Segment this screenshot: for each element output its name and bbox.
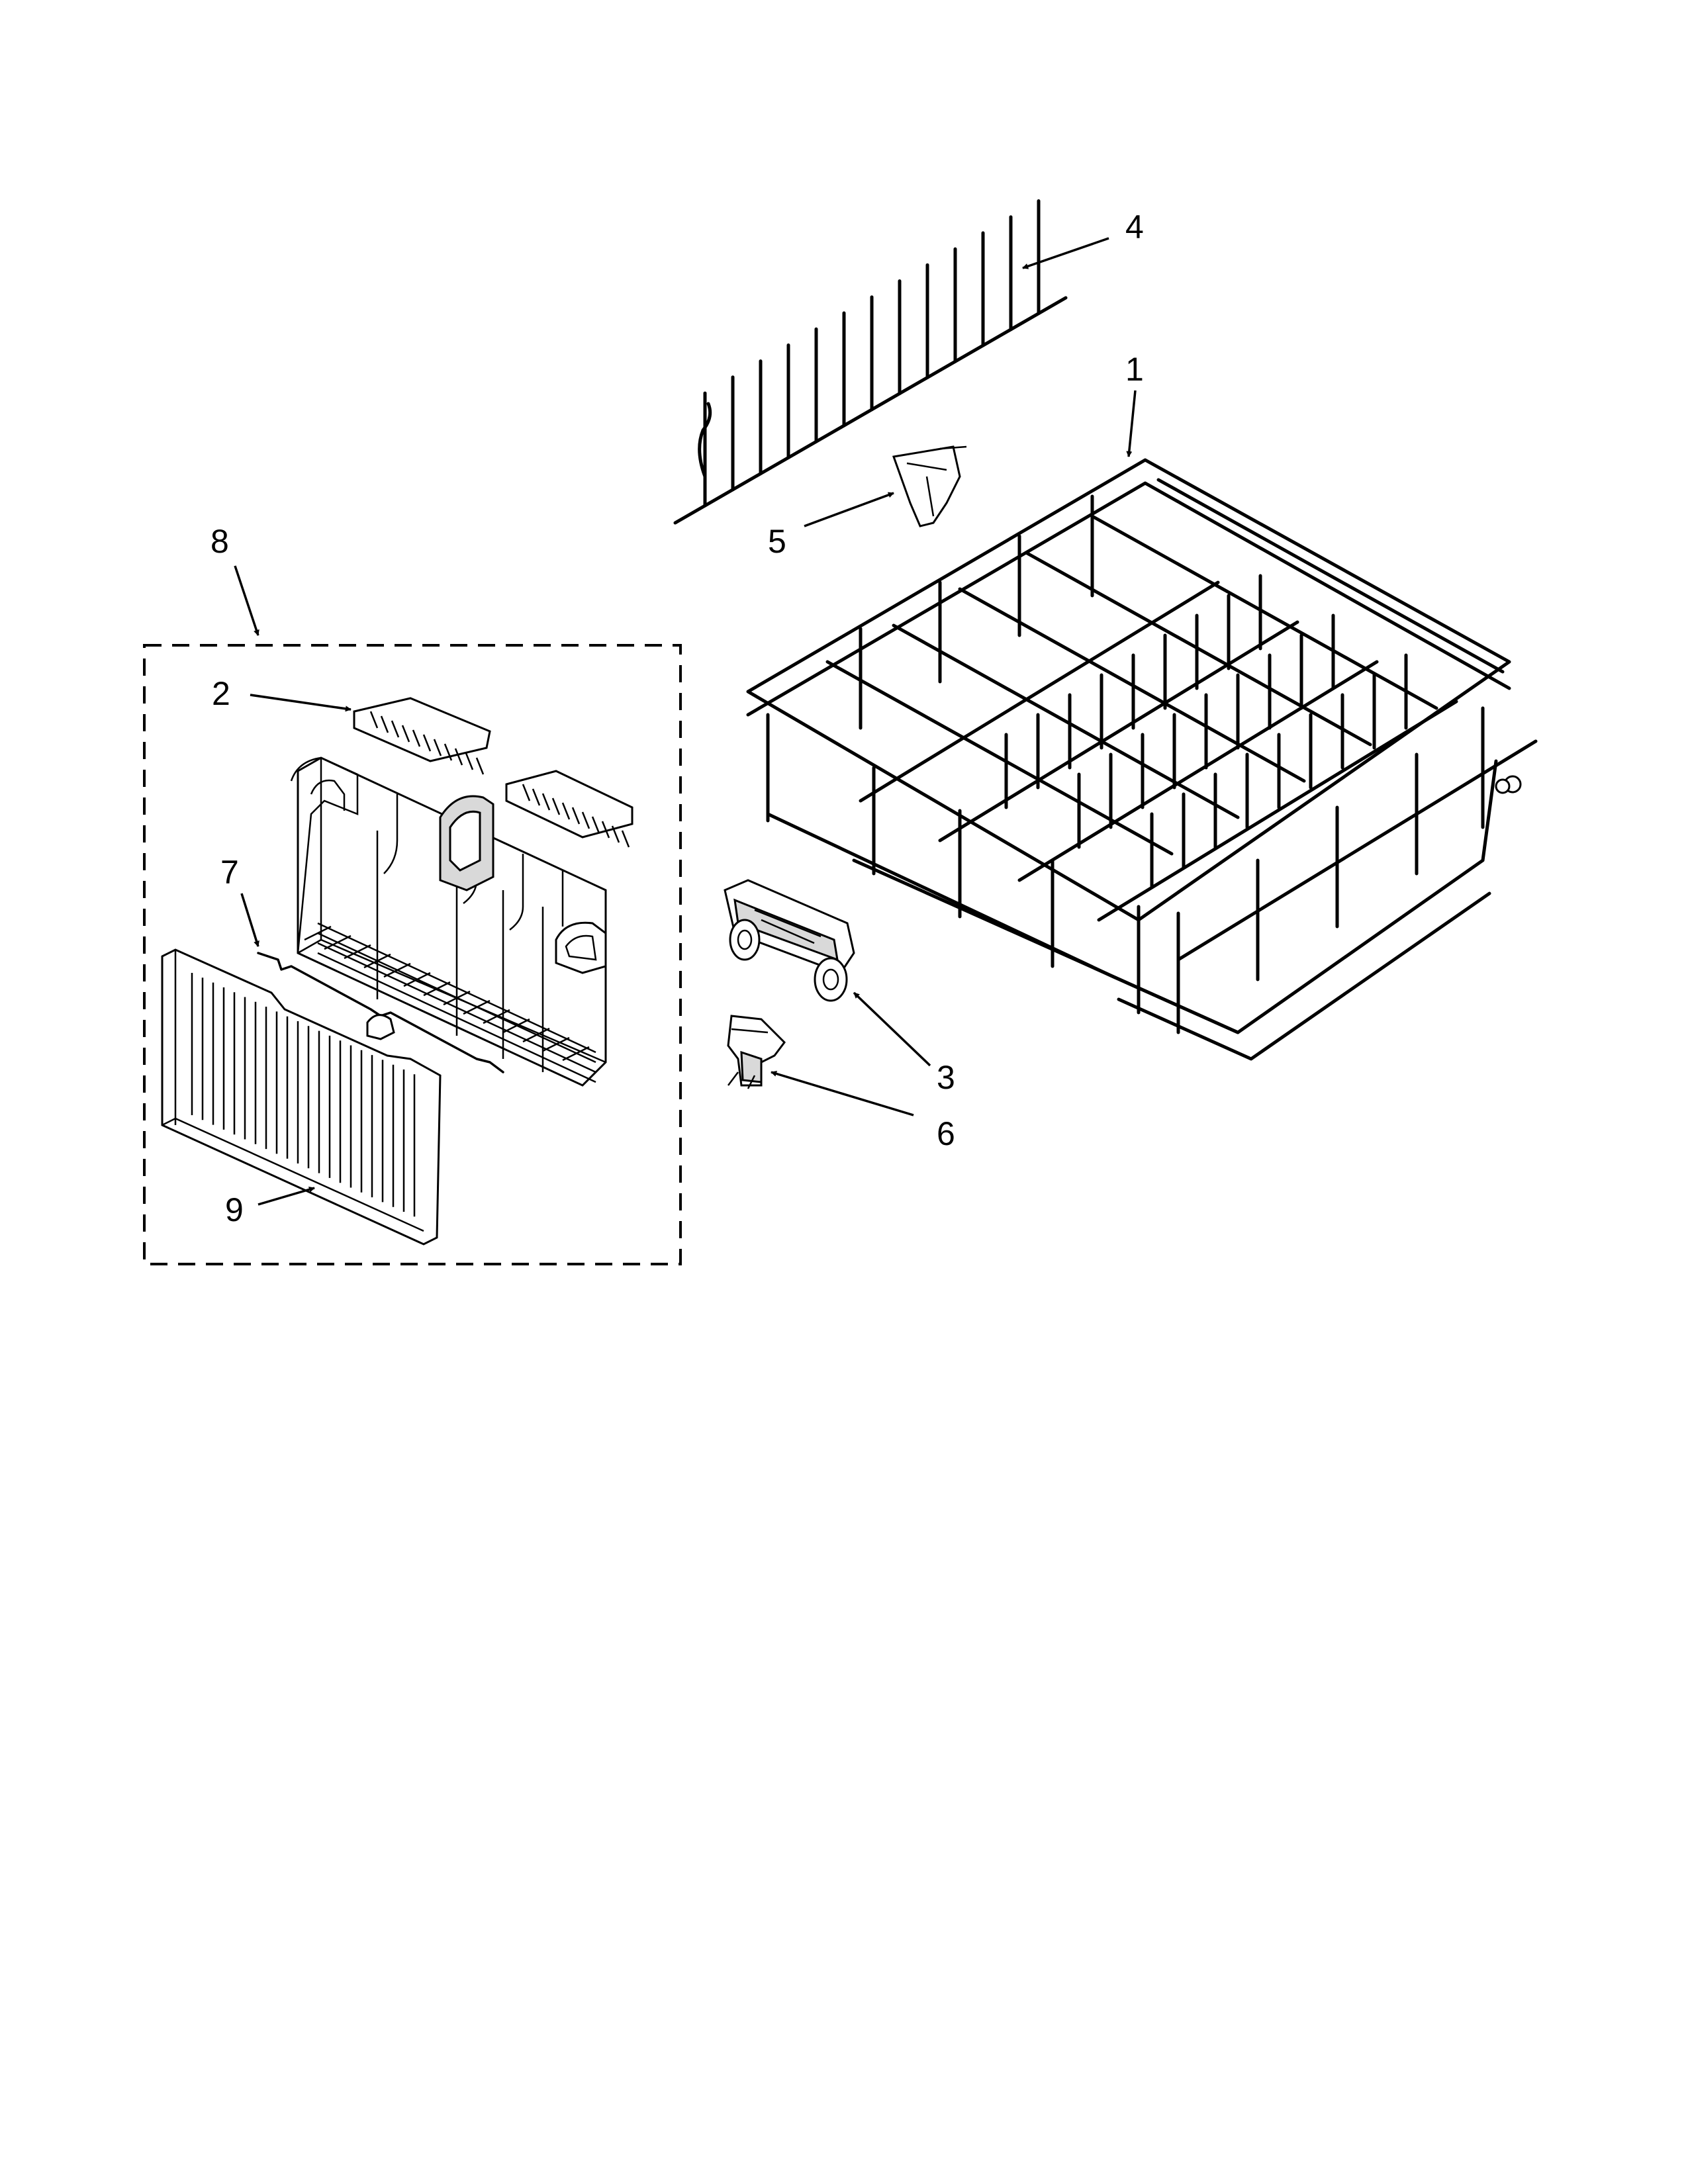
lid-slot [412, 729, 421, 747]
rack-wire [825, 660, 1174, 856]
callout-6: 6 [937, 1115, 955, 1152]
callout-2: 2 [212, 675, 230, 712]
floor-wire [317, 922, 596, 1054]
callout-9: 9 [225, 1191, 244, 1228]
lid-slot [611, 825, 620, 843]
lid-slot [541, 793, 551, 811]
floor-wire [317, 932, 596, 1064]
rack-wire [938, 620, 1299, 842]
lid-slot [454, 748, 463, 766]
callout-5: 5 [768, 523, 786, 560]
callout-7: 7 [220, 854, 239, 891]
lid-slot [465, 752, 474, 770]
rack-stop-part [727, 1015, 786, 1089]
lid-slot [591, 816, 600, 834]
callout-4: 4 [1125, 208, 1144, 246]
hinge-wire-part [257, 952, 504, 1073]
rack-wire [1017, 660, 1379, 882]
lid-slot [369, 711, 379, 729]
basket-assembly-box [143, 644, 682, 1265]
lid-slot [561, 802, 571, 820]
lid-slot [571, 807, 581, 825]
floor-wire [317, 942, 596, 1073]
lid-slot [522, 784, 531, 801]
tine-row-part [673, 199, 1068, 525]
rack-wire [1156, 478, 1505, 674]
lid-slot [380, 715, 389, 733]
lid-slot [581, 811, 590, 829]
rack-wire [892, 623, 1240, 819]
lid-slot [621, 830, 630, 848]
lid-slot [601, 821, 610, 839]
rack-wire [1090, 514, 1438, 710]
silverware-basket-part [290, 756, 607, 1087]
dish-rack-part [746, 458, 1538, 1061]
wheel-assembly-part [724, 879, 855, 1002]
rack-wire [859, 580, 1220, 803]
lid-slot [444, 743, 453, 761]
rack-clip-part [892, 445, 967, 527]
floor-wire [317, 952, 596, 1083]
rack-wire [1176, 739, 1538, 962]
lid-slot [422, 734, 432, 752]
lid-slot [475, 757, 485, 775]
lid-slot [391, 720, 400, 738]
lid-slot [532, 788, 541, 806]
lid-slot [551, 797, 561, 815]
basket-cover-part [161, 948, 442, 1246]
rack-wire [1097, 700, 1458, 922]
lid-slot [401, 725, 410, 743]
callout-arrows [234, 237, 1137, 1206]
callout-8: 8 [211, 523, 229, 560]
lid-slot [433, 739, 442, 756]
callout-1: 1 [1125, 351, 1144, 388]
callout-3: 3 [937, 1059, 955, 1096]
basket-lid-part [353, 697, 633, 848]
